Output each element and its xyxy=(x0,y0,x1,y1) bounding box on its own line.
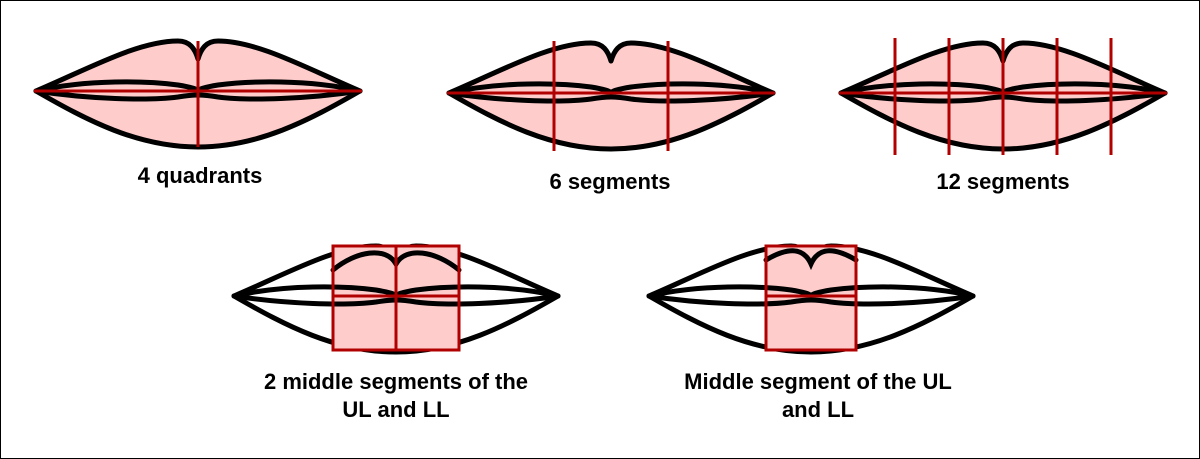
caption-line-1: Middle segment of the UL xyxy=(684,369,952,394)
caption-line-2: and LL xyxy=(781,397,855,422)
caption-six-segments: 6 segments xyxy=(549,169,671,194)
caption-line-2: UL and LL xyxy=(342,397,450,422)
caption-line-1: 2 middle segments of the xyxy=(263,369,529,394)
panel-four-quadrants xyxy=(34,41,362,147)
middle-segment-border xyxy=(764,244,858,352)
panel-six-segments xyxy=(447,41,775,151)
caption-middle-segment: Middle segment of the UL and LL xyxy=(632,368,1004,424)
caption-twelve-segments: 12 segments xyxy=(936,169,1070,194)
panel-twelve-segments xyxy=(839,38,1167,155)
panel-two-middle-segments xyxy=(234,246,558,352)
middle-segments-border xyxy=(331,244,461,352)
upper-lip-contour xyxy=(763,248,859,271)
caption-four-quadrants: 4 quadrants xyxy=(137,163,263,188)
caption-two-middle-segments: 2 middle segments of the UL and LL xyxy=(210,368,582,424)
panel-middle-segment xyxy=(649,246,973,352)
